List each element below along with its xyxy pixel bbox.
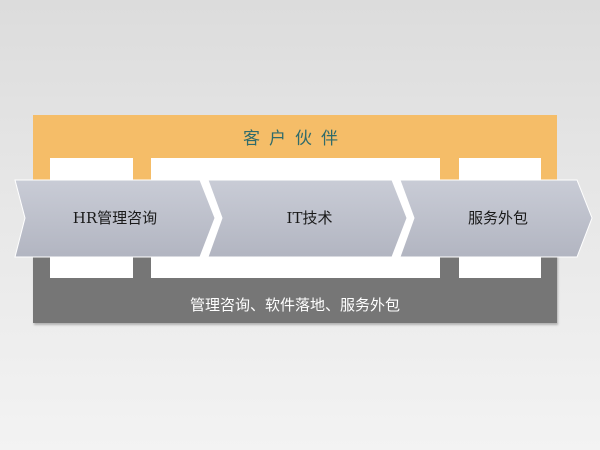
customer-partner-title: 客户伙伴 <box>243 129 347 149</box>
stage-arrow-2 <box>207 179 408 258</box>
stage-arrow-1 <box>14 179 216 258</box>
stage-arrow-3 <box>399 179 593 258</box>
stage-label-3: 服务外包 <box>467 209 528 227</box>
stage-label-1: HR管理咨询 <box>72 209 158 227</box>
foundation-title: 管理咨询、软件落地、服务外包 <box>189 296 400 314</box>
stage-label-2: IT技术 <box>286 209 333 227</box>
